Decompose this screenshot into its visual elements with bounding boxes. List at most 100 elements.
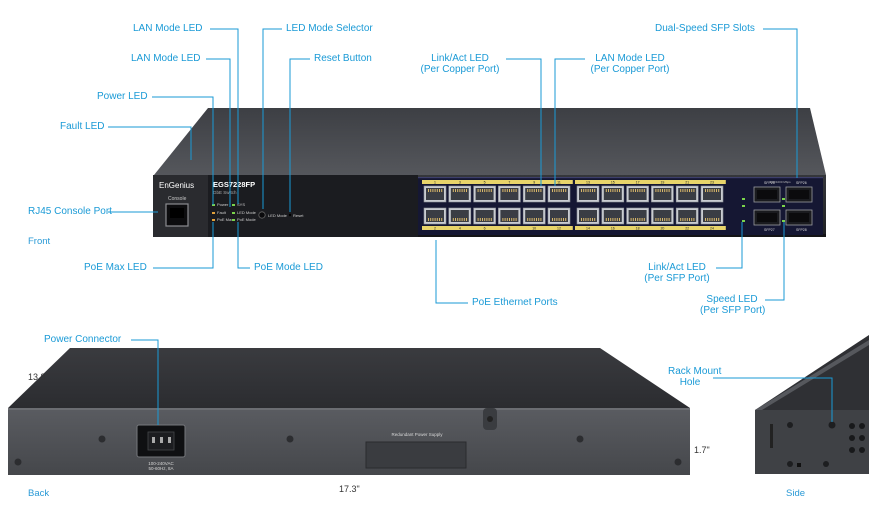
port-number-top: 5 bbox=[484, 181, 486, 185]
callout-power-led: Power LED bbox=[97, 91, 148, 102]
model-name: EGS7228FP bbox=[213, 180, 255, 189]
front-switch: EnGenius Console EGS7228FP GbE Switch Po… bbox=[153, 108, 826, 237]
sfp-label: SFP28 bbox=[796, 228, 807, 232]
sfp-label: SFP26 bbox=[796, 181, 807, 185]
port-number-top: 19 bbox=[660, 181, 664, 185]
ethernet-port-10[interactable] bbox=[522, 207, 546, 225]
ethernet-port-21[interactable] bbox=[675, 185, 699, 203]
port-number-bottom: 10 bbox=[532, 227, 536, 231]
callout-fault-led: Fault LED bbox=[60, 121, 105, 132]
port-number-top: 23 bbox=[710, 181, 714, 185]
led-mode-button-label: LED Mode bbox=[268, 213, 288, 218]
view-label-side: Side bbox=[786, 488, 806, 499]
port-number-top: 15 bbox=[611, 181, 615, 185]
callout-poe-ethernet-ports: PoE Ethernet Ports bbox=[472, 297, 558, 308]
ethernet-port-16[interactable] bbox=[601, 207, 625, 225]
callout-lan-mode-copper: LAN Mode LED (Per Copper Port) bbox=[590, 53, 670, 75]
callout-poe-mode-led: PoE Mode LED bbox=[254, 262, 323, 273]
ethernet-port-15[interactable] bbox=[601, 185, 625, 203]
sfp-slot-SFP27[interactable] bbox=[785, 186, 813, 203]
power-rating-line1: 100-240VAC bbox=[148, 461, 174, 466]
led-sys-label: SYS bbox=[237, 202, 245, 207]
rps-cover bbox=[365, 441, 467, 469]
side-switch-face bbox=[755, 410, 869, 474]
ethernet-port-20[interactable] bbox=[651, 207, 674, 225]
dimension-height: 1.7" bbox=[694, 445, 710, 455]
sfp-led bbox=[742, 220, 745, 222]
ethernet-port-22[interactable] bbox=[675, 207, 699, 225]
port-number-top: 7 bbox=[508, 181, 510, 185]
sfp-led bbox=[782, 220, 785, 222]
ethernet-port-3[interactable] bbox=[448, 185, 472, 203]
led-mode-button[interactable] bbox=[258, 211, 266, 219]
ethernet-port-4[interactable] bbox=[448, 207, 472, 225]
ethernet-port-8[interactable] bbox=[498, 207, 521, 225]
port-number-top: 17 bbox=[636, 181, 640, 185]
port-number-bottom: 12 bbox=[557, 227, 561, 231]
ethernet-port-18[interactable] bbox=[626, 207, 649, 225]
ethernet-port-24[interactable] bbox=[700, 207, 724, 225]
sfp-led bbox=[782, 205, 785, 207]
callout-speed-led-sfp: Speed LED (Per SFP Port) bbox=[700, 294, 766, 316]
callout-power-connector: Power Connector bbox=[44, 334, 122, 345]
view-label-back: Back bbox=[28, 488, 50, 499]
ethernet-port-9[interactable] bbox=[522, 185, 546, 203]
ethernet-port-7[interactable] bbox=[498, 185, 521, 203]
ethernet-port-19[interactable] bbox=[651, 185, 674, 203]
reset-button[interactable] bbox=[288, 213, 292, 217]
ethernet-port-2[interactable] bbox=[423, 207, 447, 225]
ethernet-port-6[interactable] bbox=[473, 207, 496, 225]
rps-label: Redundant Power Supply bbox=[391, 432, 443, 437]
view-label-front: Front bbox=[28, 236, 51, 247]
port-number-bottom: 8 bbox=[508, 227, 510, 231]
ethernet-port-11[interactable] bbox=[547, 185, 571, 203]
sfp-slot-SFP26[interactable] bbox=[753, 209, 781, 226]
port-number-top: 21 bbox=[685, 181, 689, 185]
front-switch-top bbox=[154, 108, 826, 175]
back-switch-top bbox=[8, 348, 690, 408]
side-switch bbox=[755, 335, 869, 474]
callout-link-act-sfp: Link/Act LED (Per SFP Port) bbox=[644, 262, 710, 284]
power-rating-line2: 50-60Hz, 8A bbox=[148, 466, 173, 471]
callout-lan-mode-led-top: LAN Mode LED bbox=[133, 23, 203, 34]
led-panel bbox=[208, 175, 418, 237]
led-poemode-label: PoE Mode bbox=[237, 217, 256, 222]
callout-rj45-console: RJ45 Console Port bbox=[28, 206, 112, 217]
port-number-bottom: 2 bbox=[434, 227, 436, 231]
sfp-slot-SFP25[interactable] bbox=[753, 186, 781, 203]
back-switch: 100-240VAC 50-60Hz, 8A Redundant Power S… bbox=[8, 348, 690, 475]
callout-reset-button: Reset Button bbox=[314, 53, 372, 64]
port-number-bottom: 18 bbox=[636, 227, 640, 231]
sfp-speed-text: 100/1000 Mbps bbox=[770, 180, 791, 184]
sfp-led bbox=[742, 198, 745, 200]
ethernet-port-1[interactable] bbox=[423, 185, 447, 203]
ethernet-port-13[interactable] bbox=[576, 185, 600, 203]
model-subtitle: GbE Switch bbox=[213, 190, 237, 195]
callout-poe-max-led: PoE Max LED bbox=[84, 262, 147, 273]
led-ledmode-label: LED Mode bbox=[237, 210, 257, 215]
port-number-top: 1 bbox=[434, 181, 436, 185]
led-fault-label: Fault bbox=[217, 210, 227, 215]
led-poemax-label: PoE Max bbox=[217, 217, 233, 222]
rack-mount-hole bbox=[828, 421, 836, 429]
dimension-width: 17.3" bbox=[339, 484, 360, 494]
port-number-bottom: 16 bbox=[611, 227, 615, 231]
callout-rack-mount-hole: Rack Mount Hole bbox=[668, 366, 722, 388]
sfp-led bbox=[742, 205, 745, 207]
sfp-led bbox=[782, 198, 785, 200]
ethernet-port-23[interactable] bbox=[700, 185, 724, 203]
ethernet-port-12[interactable] bbox=[547, 207, 571, 225]
port-number-bottom: 20 bbox=[660, 227, 664, 231]
callout-link-act-copper: Link/Act LED (Per Copper Port) bbox=[420, 53, 500, 75]
ethernet-port-5[interactable] bbox=[473, 185, 496, 203]
ethernet-port-14[interactable] bbox=[576, 207, 600, 225]
callout-dual-speed-sfp: Dual-Speed SFP Slots bbox=[655, 23, 755, 34]
sfp-slot-SFP28[interactable] bbox=[785, 209, 813, 226]
sfp-label: SFP27 bbox=[764, 228, 775, 232]
ethernet-port-17[interactable] bbox=[626, 185, 649, 203]
console-label: Console bbox=[168, 196, 187, 202]
